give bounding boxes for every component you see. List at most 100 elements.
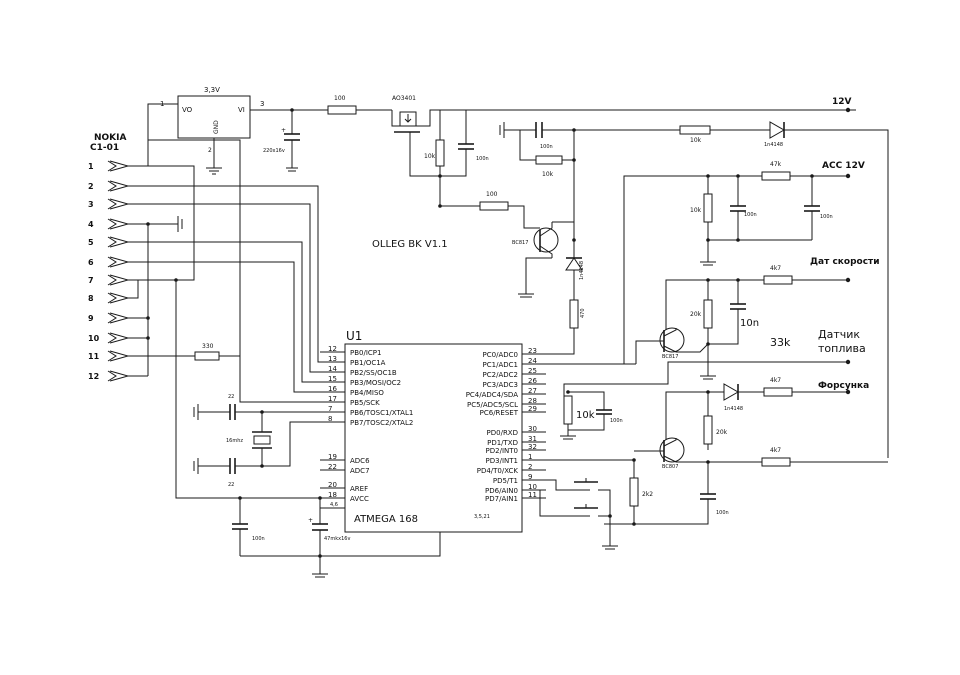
cap-220-label: 220x16v	[263, 148, 285, 154]
title-label: OLLEG BK V1.1	[372, 239, 448, 250]
c47-label: 47mkx16v	[324, 536, 350, 542]
r2k2-label: 2k2	[642, 491, 653, 498]
mcu-pin-name: PB6/TOSC1/XTAL1	[350, 409, 413, 417]
connector-pin-arrow	[109, 274, 130, 286]
svg-text:+: +	[281, 127, 286, 134]
mcu-pin-name: PC1/ADC1	[483, 361, 518, 369]
mcu-pin-name: PB0/ICP1	[350, 349, 381, 357]
c10n-label: 10n	[740, 318, 759, 329]
regulator-pin1: 1	[160, 100, 164, 108]
mcu-pin-number: 17	[328, 395, 337, 403]
mcu-pin-number: 2	[528, 463, 532, 471]
mcu-pin-number: 30	[528, 425, 537, 433]
r4k7-bottom-label: 4k7	[770, 447, 781, 454]
mcu-right-pins: 23PC0/ADC024PC1/ADC125PC2/ADC226PC3/ADC3…	[466, 347, 546, 503]
mcu-pin-number: 10	[528, 483, 537, 491]
connector-pin-arrow	[107, 160, 117, 172]
connector-pin-arrow	[107, 256, 117, 268]
connector-pin-arrow	[107, 180, 117, 192]
c100n-top-label: 100n	[540, 144, 553, 150]
mcu-pin-name: PD4/T0/XCK	[477, 467, 519, 475]
r10k-acc-label: 10k	[690, 207, 702, 214]
connector-pin-arrow	[107, 236, 117, 248]
label-fuel1: Датчик	[818, 328, 860, 341]
mcu-pin-number: 29	[528, 405, 537, 413]
mcu-pin-name: AREF	[350, 485, 368, 493]
r100-top-label: 100	[334, 95, 346, 102]
connector-pin-arrow	[109, 350, 130, 362]
label-injector: Форсунка	[818, 381, 869, 391]
label-acc: ACC 12V	[822, 161, 865, 171]
r330-label: 330	[202, 343, 214, 350]
connector-pin-arrow	[109, 292, 130, 304]
mcu-pin-name: PC5/ADC5/SCL	[467, 401, 518, 409]
mcu-pin-number: 32	[528, 443, 537, 451]
mcu-pin-name: AVCC	[350, 495, 369, 503]
mcu-pin-name: ADC7	[350, 467, 370, 475]
crystal-label: 16mhz	[226, 438, 243, 444]
mcu-pin-number: 26	[528, 377, 537, 385]
bc817-top-label: BC817	[512, 240, 528, 246]
mosfet-label: AO3401	[392, 95, 416, 102]
c100n-acc-label: 100n	[744, 212, 757, 218]
regulator-voltage: 3,3V	[204, 86, 220, 94]
mcu-pin-name: PD3/INT1	[486, 457, 518, 465]
r47k-label: 47k	[770, 161, 782, 168]
mcu-pin-number: 18	[328, 491, 337, 499]
connector-pin-arrow	[107, 370, 117, 382]
connector-pin-number: 1	[88, 162, 94, 171]
diode-inj-label: 1n4148	[724, 406, 743, 412]
mcu-pin-number: 16	[328, 385, 337, 393]
mcu-pin-number: 25	[528, 367, 537, 375]
mcu-ref: U1	[346, 329, 362, 343]
r4k7-speed-label: 4k7	[770, 265, 781, 272]
connector-pin-arrow	[109, 236, 130, 248]
mcu-pin-name: PC0/ADC0	[483, 351, 518, 359]
c100n-bottom-label: 100n	[716, 510, 729, 516]
connector-pin-arrow	[107, 332, 117, 344]
mcu-pin-number: 24	[528, 357, 537, 365]
mcu-pin-name: PD2/INT0	[486, 447, 518, 455]
r10k-top-label: 10k	[542, 171, 554, 178]
regulator-vo: VO	[182, 106, 193, 114]
mcu-name: ATMEGA 168	[354, 514, 418, 525]
r100-base-label: 100	[486, 191, 498, 198]
bc807-label: BC807	[662, 464, 678, 470]
label-12v: 12V	[832, 97, 852, 107]
label-fuel2: топлива	[818, 342, 866, 355]
c100n-avcc-label: 100n	[252, 536, 265, 542]
c100n-fuel-label: 100n	[610, 418, 623, 424]
mcu-pin-number: 9	[528, 473, 532, 481]
mcu-pin-name: PC6/RESET	[480, 409, 519, 417]
mcu-pin-number: 23	[528, 347, 537, 355]
mcu-pin-number: 15	[328, 375, 337, 383]
connector-model: C1-01	[90, 143, 119, 153]
mcu-pin-number: 7	[328, 405, 332, 413]
diode-top-label: 1n4148	[764, 142, 783, 148]
connector-pin-number: 5	[88, 238, 94, 247]
connector-pin-arrow	[107, 292, 117, 304]
r20k-inj-label: 20k	[716, 429, 728, 436]
mcu-pin-name: PB2/SS/OC1B	[350, 369, 397, 377]
connector-pin-number: 4	[88, 220, 94, 229]
regulator-pin3: 3	[260, 100, 264, 108]
mcu-pin-name: PD5/T1	[493, 477, 518, 485]
connector-pin-arrow	[109, 370, 130, 382]
r10k-fuel-label: 10k	[576, 410, 595, 421]
mcu-pin-number: 19	[328, 453, 337, 461]
mcu-pin-name: PB5/SCK	[350, 399, 380, 407]
mcu-pin-number: 8	[328, 415, 332, 423]
voltage-regulator	[177, 95, 251, 139]
connector-pin-number: 10	[88, 334, 100, 343]
connector-pin-arrow	[109, 160, 130, 172]
connector-pin-number: 7	[88, 276, 94, 285]
bc817-speed-label: BC817	[662, 354, 678, 360]
mcu-pin-name: PC2/ADC2	[483, 371, 518, 379]
connector-pin-arrow	[109, 198, 130, 210]
connector-pin-arrow	[107, 198, 117, 210]
mcu-pin-number: 31	[528, 435, 537, 443]
mcu-pin-name: PD6/AIN0	[485, 487, 518, 495]
connector-pin-arrow	[107, 274, 117, 286]
mcu-gnd-pins: 4,6	[330, 502, 338, 508]
